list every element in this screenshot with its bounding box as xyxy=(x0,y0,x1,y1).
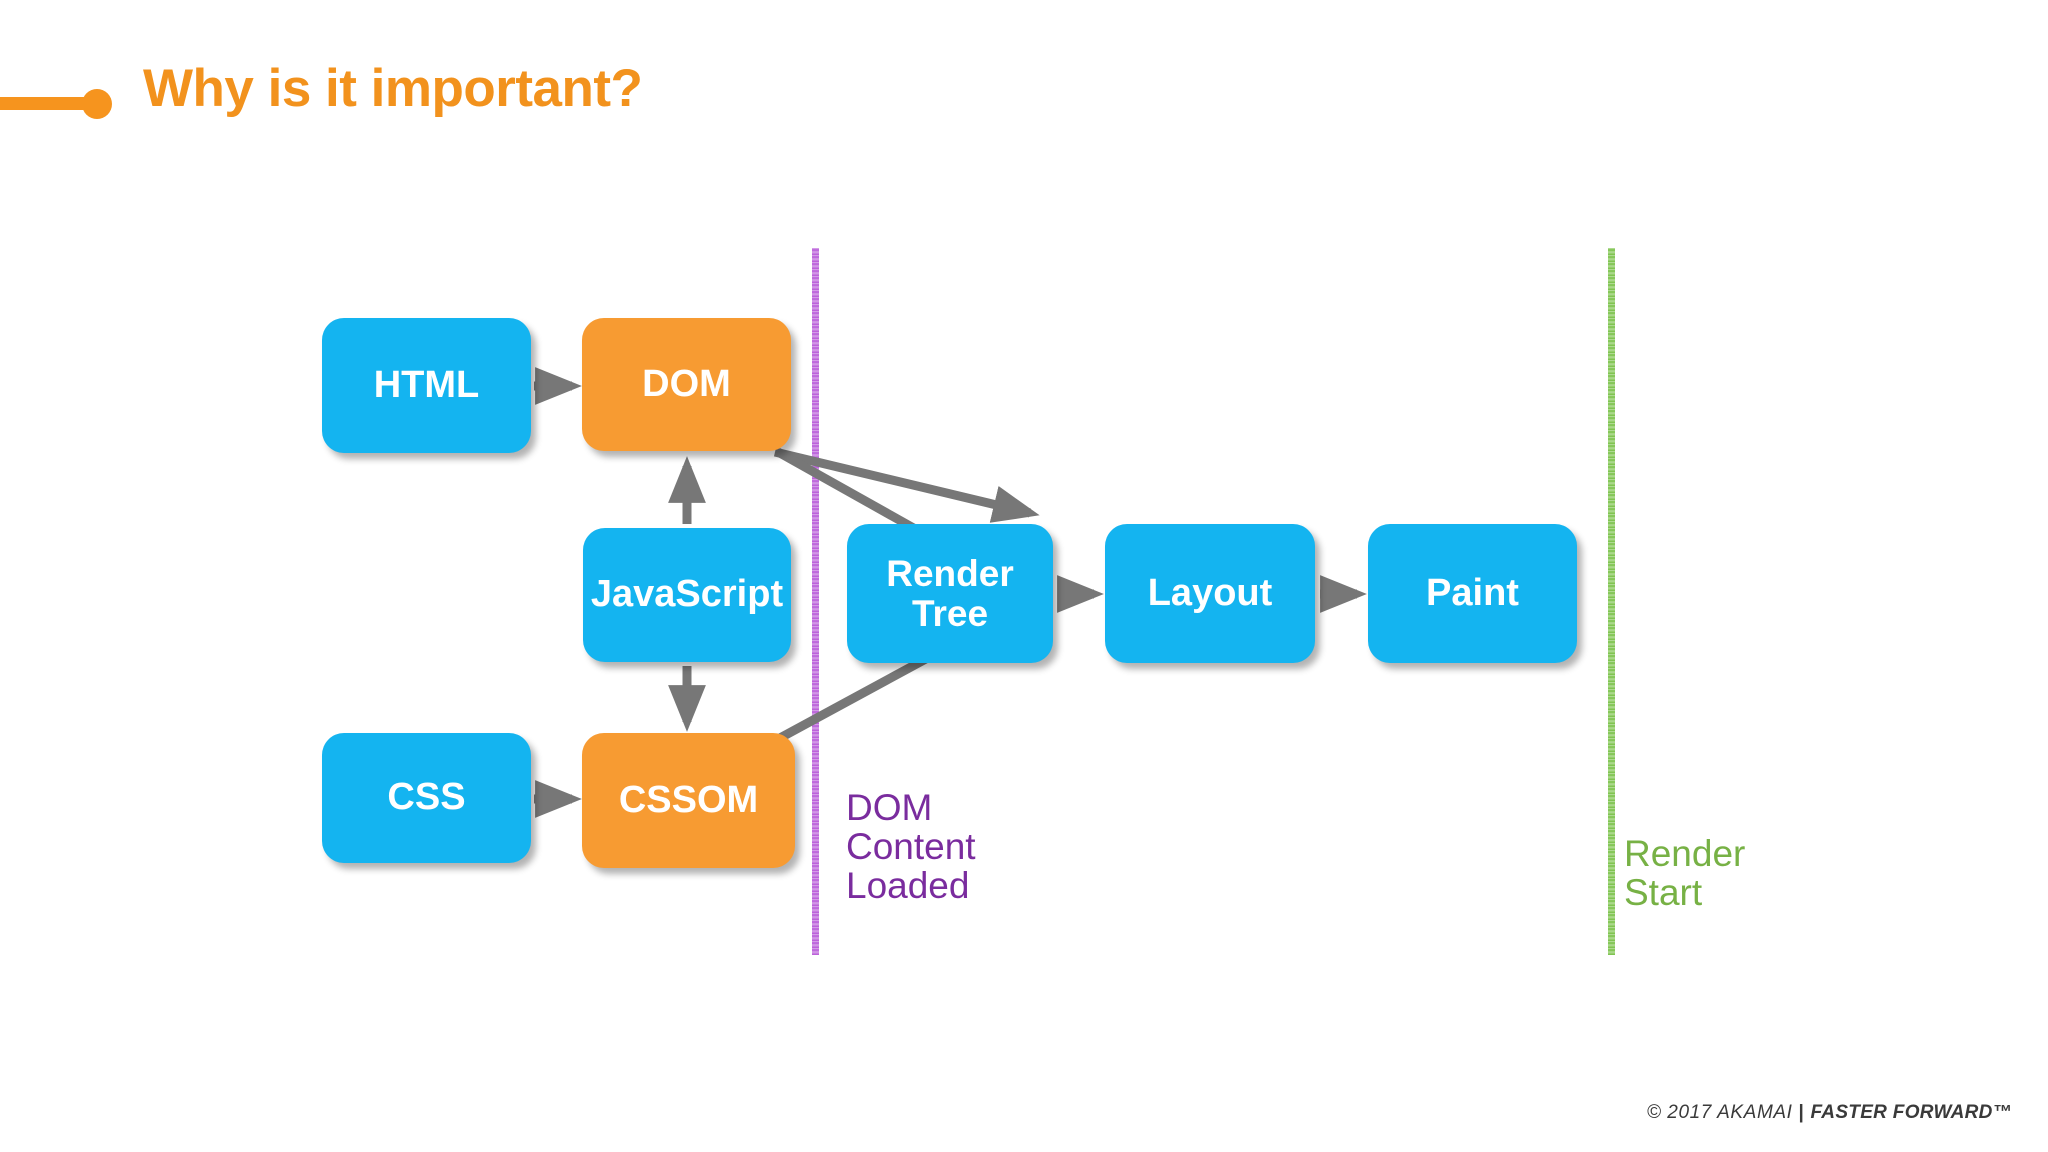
footer-copyright: © 2017 AKAMAI xyxy=(1646,1102,1793,1123)
node-javascript-label: JavaScript xyxy=(590,573,784,616)
node-html-label: HTML xyxy=(373,363,480,406)
node-cssom-label: CSSOM xyxy=(618,778,759,821)
node-paint-label: Paint xyxy=(1426,571,1519,614)
node-css[interactable]: CSS xyxy=(322,733,531,863)
node-layout-label: Layout xyxy=(1147,571,1273,614)
page-title: Why is it important? xyxy=(143,59,643,118)
node-render-tree[interactable]: Render Tree xyxy=(847,524,1053,663)
node-paint[interactable]: Paint xyxy=(1368,524,1577,663)
title-decoration-line xyxy=(0,97,98,110)
node-cssom[interactable]: CSSOM xyxy=(582,733,795,868)
render-start-marker-line xyxy=(1608,248,1615,955)
slide-footer: © 2017 AKAMAI|FASTER FORWARD™ xyxy=(1647,1102,2012,1124)
footer-separator: | xyxy=(1798,1102,1805,1123)
node-dom-label: DOM xyxy=(642,362,731,405)
title-decoration-dot-icon xyxy=(82,89,112,119)
footer-tagline: FASTER FORWARD™ xyxy=(1810,1102,2012,1123)
node-layout[interactable]: Layout xyxy=(1105,524,1315,663)
node-render-tree-label: Render Tree xyxy=(886,552,1014,634)
render-start-label: Render Start xyxy=(1624,833,1746,914)
node-dom[interactable]: DOM xyxy=(582,318,791,451)
node-javascript[interactable]: JavaScript xyxy=(583,528,791,662)
dom-content-loaded-label: DOM Content Loaded xyxy=(846,787,976,907)
node-html[interactable]: HTML xyxy=(322,318,531,453)
node-css-label: CSS xyxy=(387,776,466,819)
dom-content-loaded-marker-line xyxy=(812,248,819,955)
